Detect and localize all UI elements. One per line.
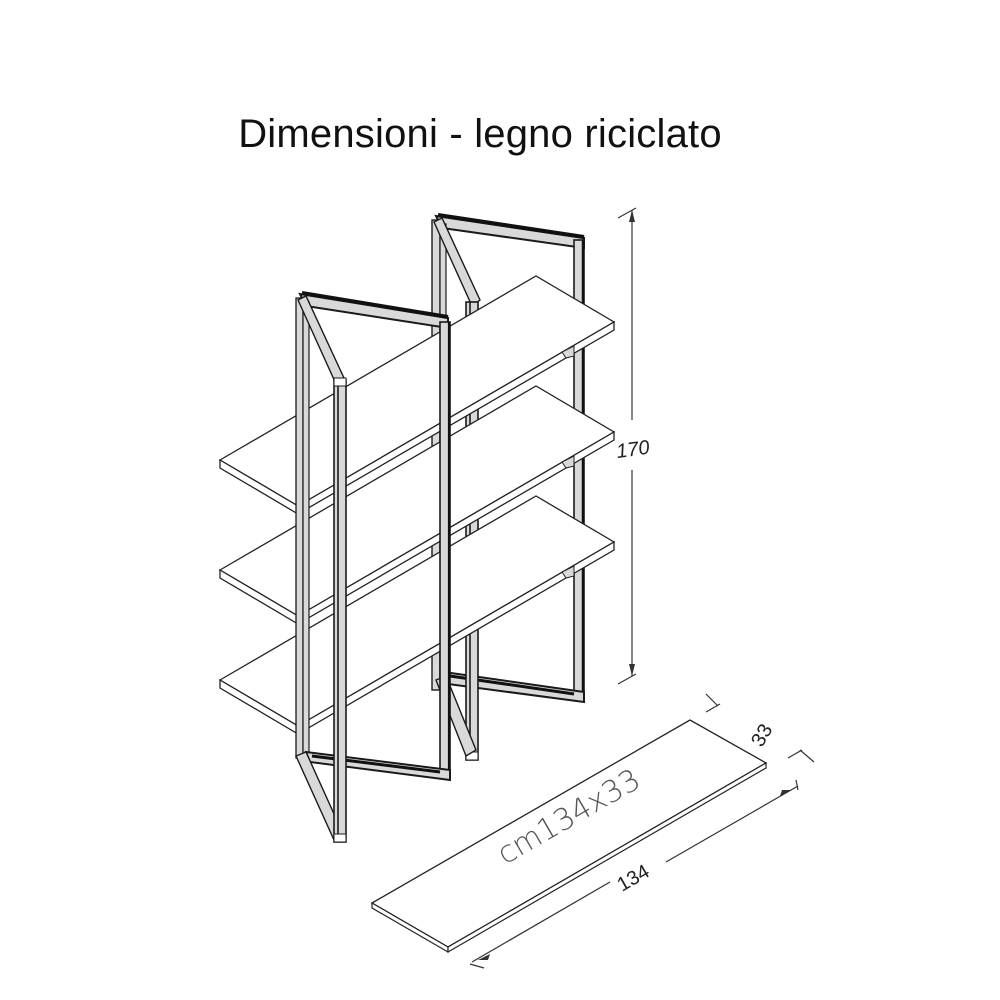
shelves (218, 275, 616, 736)
height-dimension: 170 (615, 207, 651, 685)
shelf-panel-detail: cm134x33 134 33 (370, 693, 815, 969)
depth-label: 33 (747, 720, 777, 750)
height-label: 170 (615, 437, 651, 463)
page-title: Dimensioni - legno riciclato (238, 112, 722, 156)
front-frame (295, 291, 451, 843)
length-label: 134 (614, 861, 654, 897)
